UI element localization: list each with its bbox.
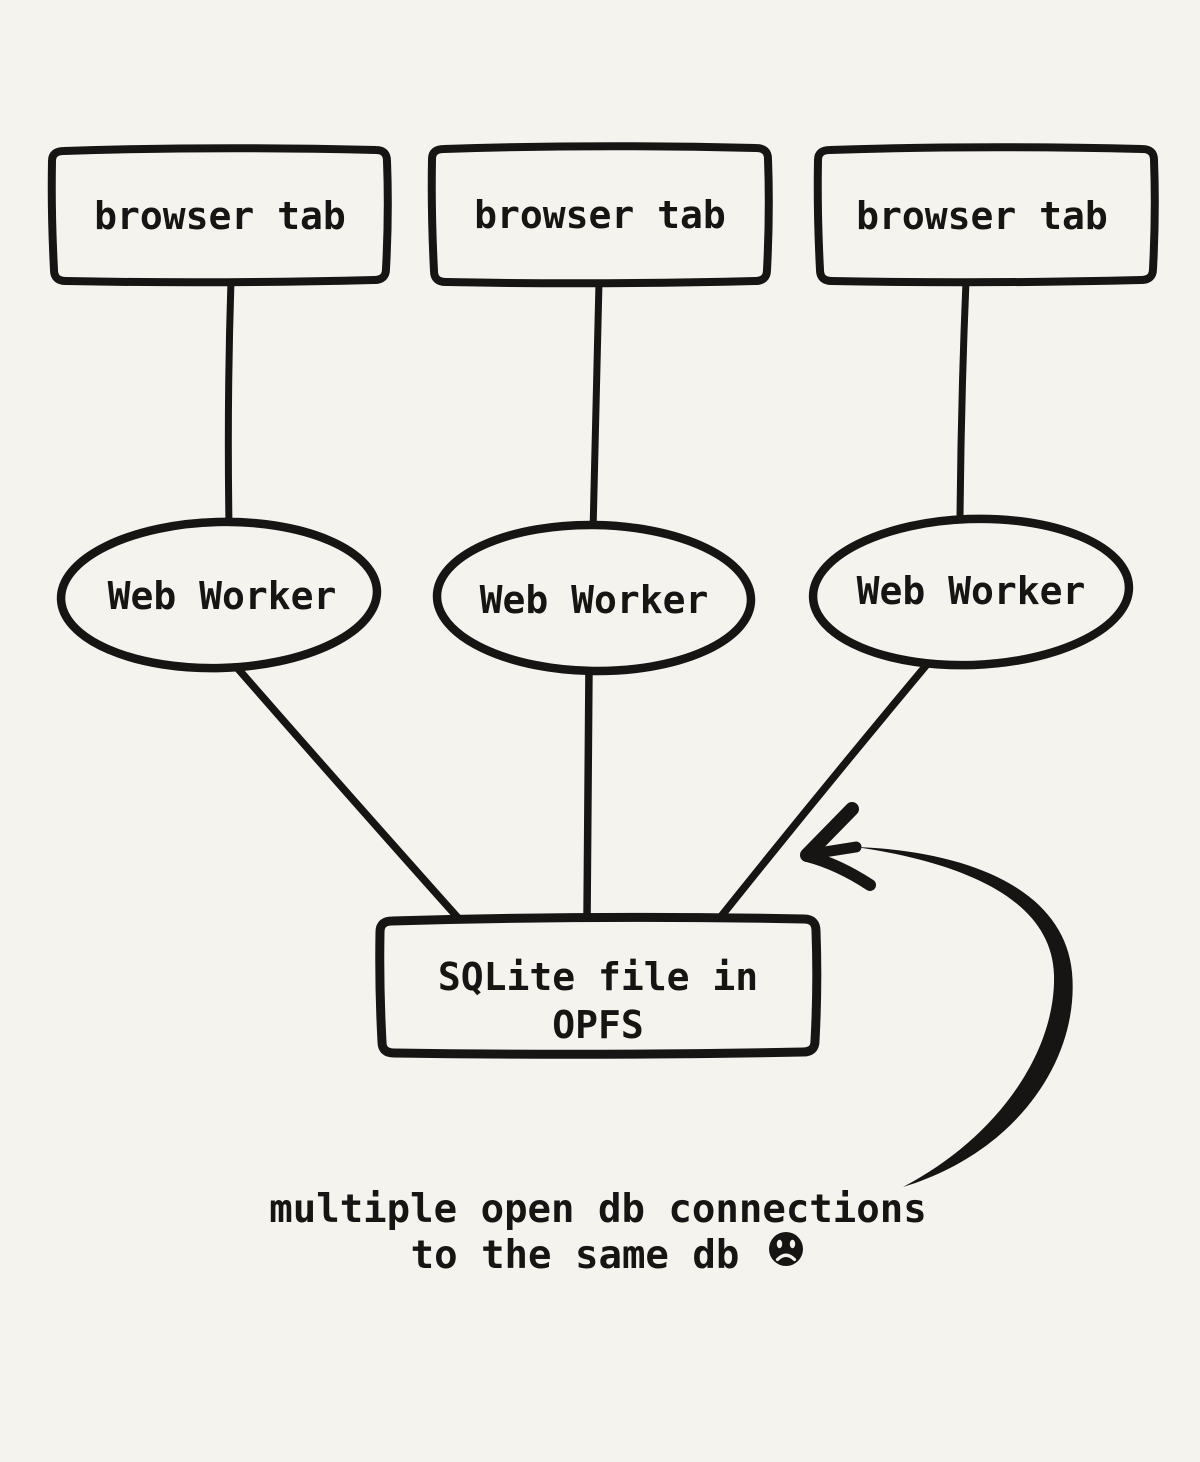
- edges-tab-to-worker: [224, 276, 970, 536]
- annotation-arrowhead-lower: [801, 850, 876, 891]
- sad-face-icon: [769, 1232, 803, 1266]
- annotation-arrow-curve: [856, 847, 1073, 1187]
- annotation-arrowhead-upper: [800, 802, 859, 862]
- sqlite-opfs-label-line1: SQLite file in: [438, 955, 758, 999]
- browser-tab-box-3: [813, 143, 1159, 287]
- browser-tab-node-2: browser tab: [427, 142, 773, 288]
- browser-tab-box-2: [427, 142, 773, 288]
- sad-face-head: [769, 1232, 803, 1266]
- browser-tab-box-1: [47, 144, 392, 287]
- caption-line2: to the same db: [411, 1233, 740, 1278]
- web-worker-ellipse-3: [808, 514, 1134, 670]
- edges-worker-to-db: [229, 658, 933, 923]
- edge-worker1-db: [229, 659, 463, 923]
- web-worker-label-3: Web Worker: [857, 569, 1086, 613]
- sad-face-mouth: [775, 1253, 797, 1262]
- browser-tab-node-1: browser tab: [47, 144, 392, 287]
- sqlite-opfs-node: SQLite file in OPFS: [375, 912, 822, 1059]
- edge-worker2-db: [583, 664, 593, 923]
- sad-face-left-eye: [776, 1239, 783, 1249]
- edge-worker3-db: [715, 658, 933, 923]
- annotation-arrow: [800, 802, 1073, 1187]
- web-worker-label-2: Web Worker: [480, 578, 709, 622]
- web-worker-node-1: Web Worker: [56, 517, 382, 673]
- browser-tab-label-1: browser tab: [94, 194, 346, 238]
- caption: multiple open db connections to the same…: [269, 1187, 926, 1278]
- sad-face-right-eye: [789, 1239, 796, 1249]
- web-worker-node-3: Web Worker: [808, 514, 1134, 670]
- annotation-arrow-neck: [812, 841, 862, 859]
- browser-tab-node-3: browser tab: [813, 143, 1159, 287]
- web-worker-label-1: Web Worker: [108, 574, 337, 618]
- web-worker-ellipse-1: [56, 517, 382, 673]
- web-worker-node-2: Web Worker: [432, 520, 756, 676]
- edge-tab3-worker3: [956, 277, 970, 524]
- edge-tab1-worker1: [224, 276, 235, 530]
- browser-tab-label-3: browser tab: [856, 194, 1108, 238]
- sqlite-opfs-box: [375, 912, 822, 1059]
- web-worker-ellipse-2: [432, 520, 756, 676]
- caption-line1: multiple open db connections: [269, 1187, 926, 1232]
- browser-tab-label-2: browser tab: [474, 193, 726, 237]
- edge-tab2-worker2: [589, 278, 603, 536]
- sqlite-opfs-label-line2: OPFS: [552, 1003, 644, 1047]
